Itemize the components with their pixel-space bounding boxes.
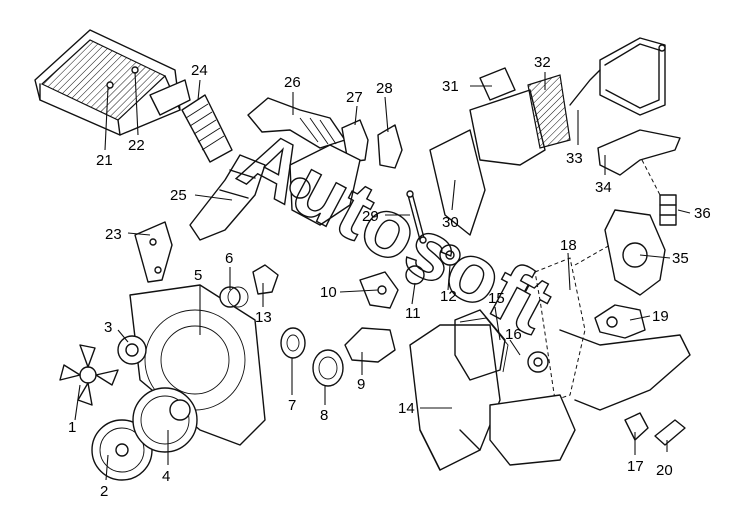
intake-duct bbox=[189, 154, 266, 241]
callout-20: 20 bbox=[656, 462, 673, 479]
sensor-36 bbox=[659, 194, 677, 226]
callout-35: 35 bbox=[672, 250, 689, 267]
pulley-6 bbox=[219, 286, 249, 308]
pulley-16 bbox=[527, 351, 549, 373]
callout-24: 24 bbox=[191, 62, 208, 79]
sensor-20 bbox=[654, 419, 686, 446]
callout-22: 22 bbox=[128, 137, 145, 154]
idler-13 bbox=[252, 264, 279, 295]
mounting-bracket bbox=[134, 221, 173, 283]
callout-34: 34 bbox=[595, 179, 612, 196]
callout-28: 28 bbox=[376, 80, 393, 97]
pulley-8 bbox=[312, 349, 344, 387]
fan-1 bbox=[59, 344, 119, 406]
callout-numbers: 1 2 3 4 5 6 7 8 9 10 11 12 13 14 15 16 1… bbox=[68, 54, 711, 500]
air-box bbox=[289, 144, 361, 226]
callout-27: 27 bbox=[346, 89, 363, 106]
bracket-34 bbox=[597, 129, 681, 176]
callout-25: 25 bbox=[170, 187, 187, 204]
callout-26: 26 bbox=[284, 74, 301, 91]
callout-3: 3 bbox=[104, 319, 112, 336]
callout-2: 2 bbox=[100, 483, 108, 500]
callout-30: 30 bbox=[442, 214, 459, 231]
callout-4: 4 bbox=[162, 468, 170, 485]
callout-15: 15 bbox=[488, 290, 505, 307]
pulley-3 bbox=[117, 335, 147, 365]
tensioner-19 bbox=[594, 304, 646, 339]
intake-hose bbox=[181, 94, 233, 163]
callout-10: 10 bbox=[320, 284, 337, 301]
callout-16: 16 bbox=[505, 326, 522, 343]
callout-5: 5 bbox=[194, 267, 202, 284]
callout-17: 17 bbox=[627, 458, 644, 475]
timing-belt bbox=[534, 257, 691, 411]
callout-29: 29 bbox=[362, 208, 379, 225]
callout-19: 19 bbox=[652, 308, 669, 325]
callout-11: 11 bbox=[405, 305, 421, 322]
callout-12: 12 bbox=[440, 288, 457, 305]
callout-6: 6 bbox=[225, 250, 233, 267]
belt-cover-35 bbox=[604, 209, 666, 296]
belts-15-16 bbox=[454, 309, 509, 381]
callout-14: 14 bbox=[398, 400, 415, 417]
callout-32: 32 bbox=[534, 54, 551, 71]
bracket-9 bbox=[344, 327, 396, 363]
pulley-7 bbox=[280, 327, 306, 359]
pulley-4 bbox=[132, 387, 198, 453]
callout-8: 8 bbox=[320, 407, 328, 424]
air-filter-housing bbox=[34, 29, 191, 136]
callout-21: 21 bbox=[96, 152, 113, 169]
sensor-28 bbox=[377, 124, 403, 169]
callout-36: 36 bbox=[694, 205, 711, 222]
callout-9: 9 bbox=[357, 376, 365, 393]
callout-7: 7 bbox=[288, 397, 296, 414]
leader-lines bbox=[74, 71, 691, 481]
callout-1: 1 bbox=[68, 419, 76, 436]
gas-strut bbox=[406, 190, 427, 244]
callout-33: 33 bbox=[566, 150, 583, 167]
sensor-17 bbox=[624, 412, 649, 441]
heater-box bbox=[429, 67, 571, 236]
callout-31: 31 bbox=[442, 78, 459, 95]
coolant-pipe bbox=[569, 37, 666, 116]
callout-18: 18 bbox=[560, 237, 577, 254]
callout-13: 13 bbox=[255, 309, 272, 326]
lower-cover bbox=[489, 394, 576, 466]
tensioner-10 bbox=[359, 271, 399, 309]
callout-23: 23 bbox=[105, 226, 122, 243]
